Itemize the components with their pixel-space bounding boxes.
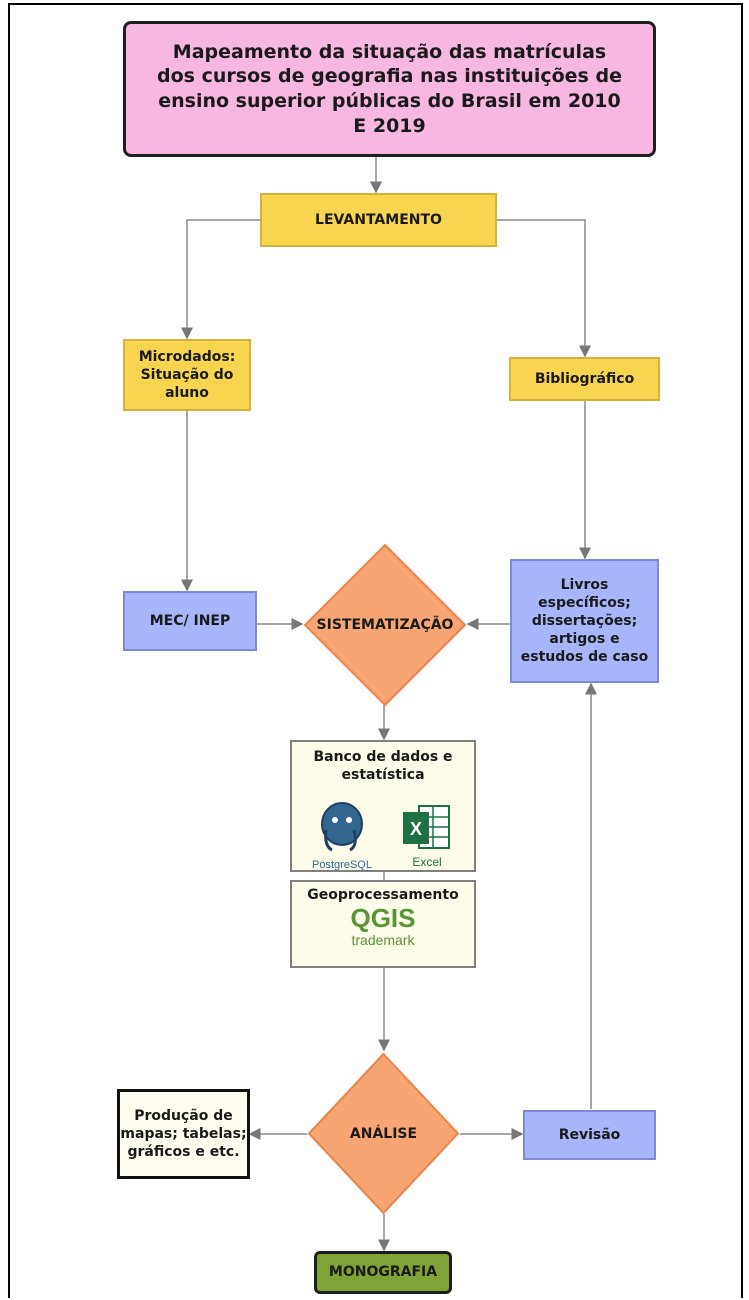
- qgis-trademark-text: trademark: [351, 931, 415, 948]
- diagram-title: Mapeamento da situação das matrículas do…: [123, 21, 656, 157]
- node-levantamento: LEVANTAMENTO: [260, 193, 497, 247]
- excel-logo: X Excel: [399, 802, 455, 872]
- node-monografia: MONOGRAFIA: [314, 1251, 452, 1294]
- node-bibliografico: Bibliográfico: [509, 357, 660, 401]
- node-geoprocessamento: Geoprocessamento QGIS trademark: [290, 880, 476, 968]
- node-analise: ANÁLISE: [307, 1052, 460, 1215]
- node-livros: Livros específicos; dissertações; artigo…: [510, 559, 659, 683]
- diamond-shape: [303, 543, 467, 707]
- excel-text: Excel: [412, 855, 441, 869]
- postgresql-text: PostgreSQL: [312, 859, 372, 871]
- analise-label: ANÁLISE: [349, 1125, 418, 1142]
- qgis-logo-text: QGIS: [350, 903, 416, 934]
- node-mec-inep: MEC/ INEP: [123, 591, 257, 651]
- geoprocessamento-label: Geoprocessamento: [307, 887, 459, 903]
- node-sistematizacao: SISTEMATIZAÇÃO: [303, 543, 467, 707]
- diamond-shape: [307, 1052, 460, 1215]
- node-revisao: Revisão: [523, 1110, 656, 1160]
- figure-frame: [8, 3, 743, 1298]
- svg-text:X: X: [410, 819, 422, 839]
- node-microdados: Microdados: Situação do aluno: [123, 339, 251, 411]
- banco-label: Banco de dados e estatística: [313, 749, 453, 784]
- sistematizacao-label: SISTEMATIZAÇÃO: [316, 617, 454, 633]
- node-producao: Produção de mapas; tabelas; gráficos e e…: [117, 1089, 250, 1179]
- postgresql-logo: PostgreSQL: [304, 800, 380, 872]
